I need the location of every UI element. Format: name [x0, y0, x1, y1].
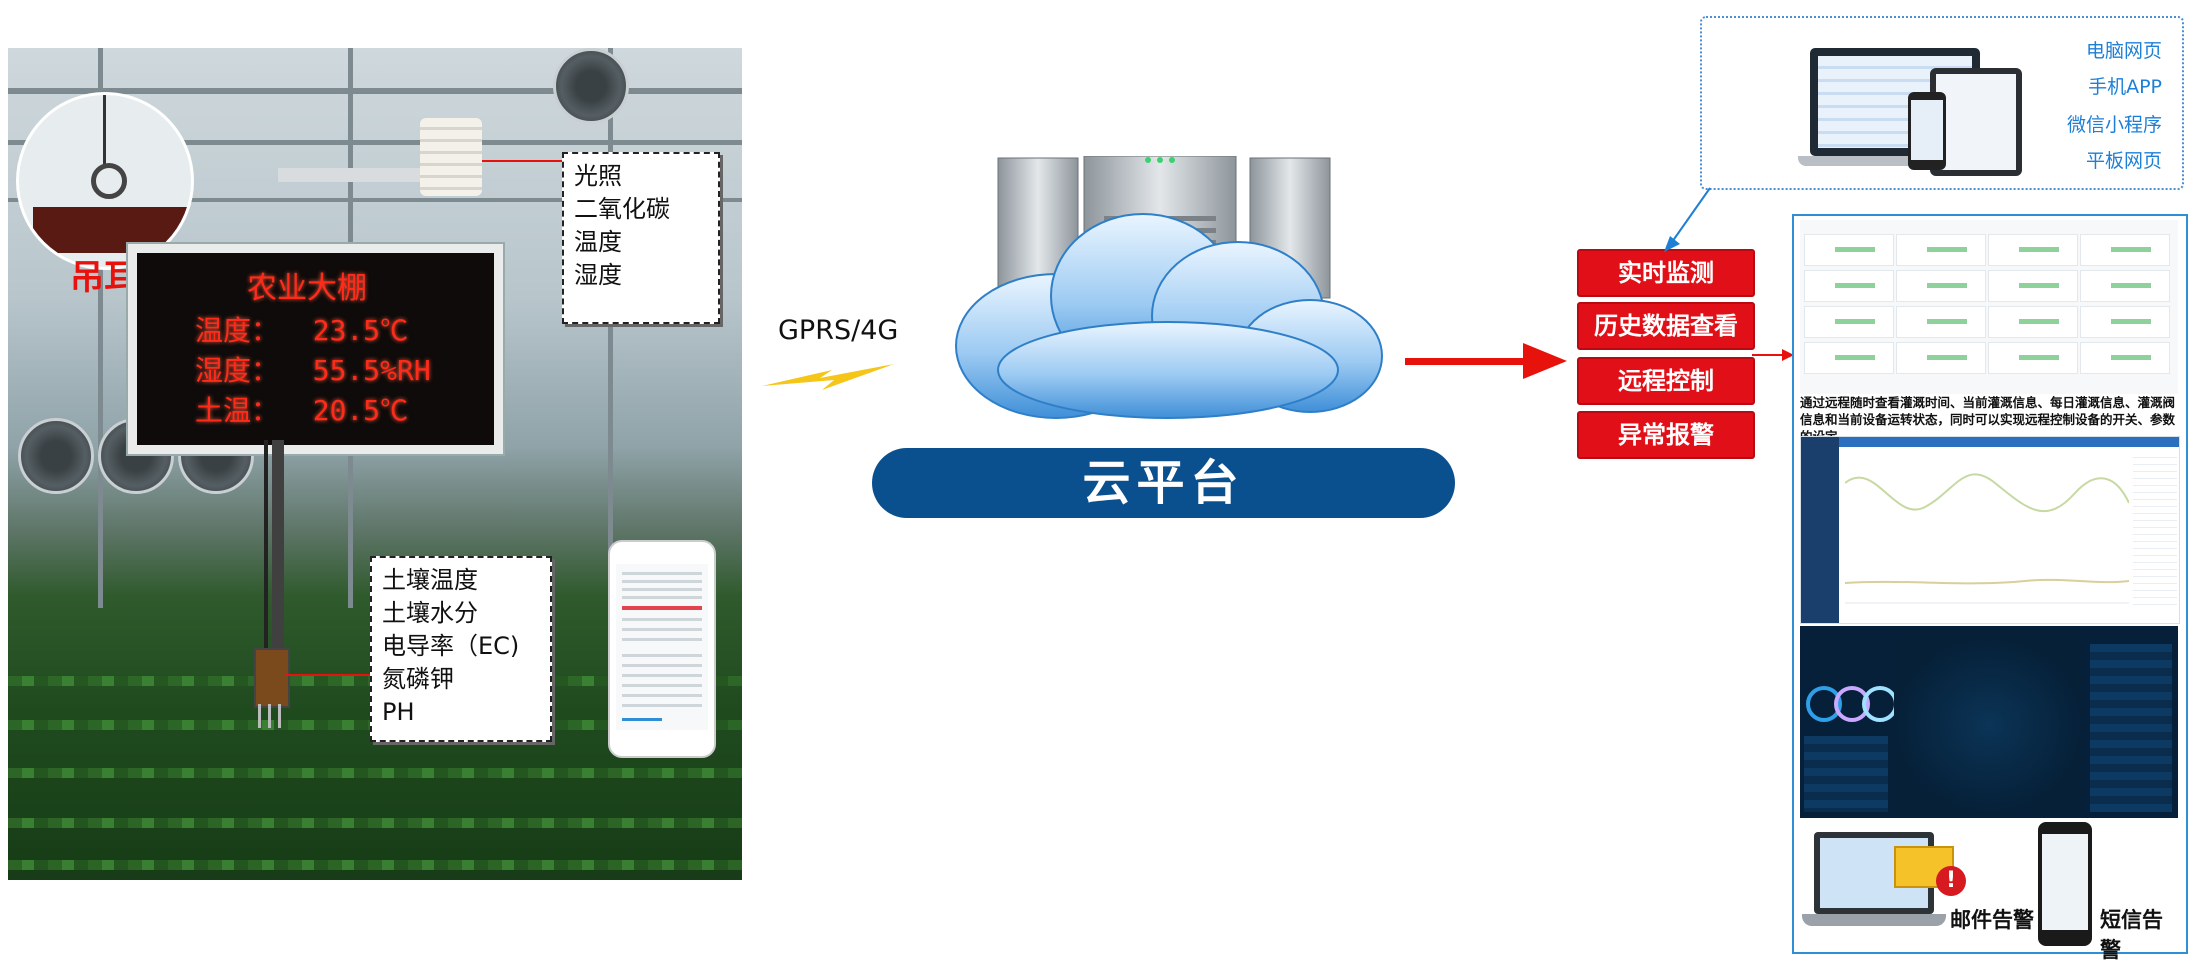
led-row-temp: 温度： 23.5℃: [195, 314, 409, 347]
callout-item: 电导率（EC): [382, 632, 520, 660]
screens-pointer-arrow-icon: [1752, 349, 1794, 361]
lightning-bolt-icon: [762, 364, 894, 390]
callout-item: 湿度: [574, 261, 622, 289]
callout-item: 氮磷钾: [382, 665, 454, 693]
led-display-board: 农业大棚 温度： 23.5℃ 湿度： 55.5%RH 土温： 20.5℃: [128, 244, 503, 454]
devices-pointer-arrow-icon: [1664, 187, 1711, 252]
gprs-4g-label: GPRS/4G: [778, 315, 899, 346]
device-tablet-label: 平板网页: [2085, 150, 2162, 172]
realtime-monitoring-button[interactable]: 实时监测: [1577, 249, 1755, 297]
soil-callout-line: [286, 674, 372, 676]
remote-control-button[interactable]: 远程控制: [1577, 357, 1755, 405]
callout-item: 二氧化碳: [574, 195, 670, 223]
callout-item: 光照: [574, 162, 622, 190]
sensor-arm: [278, 168, 428, 182]
led-row-soil-temp: 土温： 20.5℃: [195, 394, 409, 427]
support-pole: [272, 440, 284, 700]
dashboard-screenshot: [1800, 626, 2178, 818]
callout-item: 土壤温度: [382, 566, 478, 594]
alert-section: ! 邮件告警 短信告警: [1800, 820, 2178, 962]
platform-screenshots-panel: 通过远程随时查看灌溉时间、当前灌溉信息、每日灌溉信息、灌溉阀信息和当前设备运转状…: [1792, 214, 2188, 962]
phone-app-mockup: [608, 540, 716, 758]
cloud-server-icon: [955, 156, 1383, 419]
led-row-humidity: 湿度： 55.5%RH: [195, 354, 431, 387]
soil-sensor-cable: [264, 440, 268, 650]
history-curves: [1845, 473, 2129, 604]
air-callout-line: [482, 160, 564, 162]
phone-icon: [1908, 92, 1946, 170]
callout-item: 温度: [574, 228, 622, 256]
device-web-label: 电脑网页: [2085, 40, 2162, 62]
history-data-button[interactable]: 历史数据查看: [1577, 302, 1755, 350]
phone-icon: [2038, 822, 2092, 946]
email-alert-label: 邮件告警: [1950, 908, 2034, 932]
callout-item: PH: [382, 698, 415, 726]
hanging-wire: [103, 95, 106, 165]
monitoring-tiles-screenshot: [1800, 220, 2178, 394]
device-miniprogram-label: 微信小程序: [2066, 114, 2162, 136]
callout-item: 土壤水分: [382, 599, 478, 627]
hanging-ring: [91, 163, 127, 199]
abnormal-alarm-button[interactable]: 异常报警: [1577, 411, 1755, 459]
led-title: 农业大棚: [247, 271, 367, 306]
platform-description: 通过远程随时查看灌溉时间、当前灌溉信息、每日灌溉信息、灌溉阀信息和当前设备运转状…: [1800, 395, 2176, 444]
sms-alert-label: 短信告警: [2100, 908, 2163, 962]
air-sensor-callout: 光照 二氧化碳 温度 湿度: [562, 152, 720, 324]
phone-screen: [616, 564, 708, 730]
cloud-platform-banner: 云平台: [872, 448, 1455, 518]
arrow-right-icon: [1405, 343, 1567, 379]
soil-sensor-callout: 土壤温度 土壤水分 电导率（EC) 氮磷钾 PH: [370, 556, 552, 742]
soil-sensor-probe: [254, 648, 290, 708]
history-chart-screenshot: [1800, 436, 2180, 624]
hanging-detail-inset: [16, 92, 194, 270]
cloud-platform-label: 云平台: [1082, 455, 1245, 511]
access-devices-panel: 电脑网页 手机APP 微信小程序 平板网页: [1700, 16, 2184, 190]
tablet-icon: [1930, 68, 2022, 176]
device-app-label: 手机APP: [2088, 76, 2162, 98]
air-sensor-shield: [420, 118, 482, 196]
warning-icon: !: [1936, 866, 1966, 896]
